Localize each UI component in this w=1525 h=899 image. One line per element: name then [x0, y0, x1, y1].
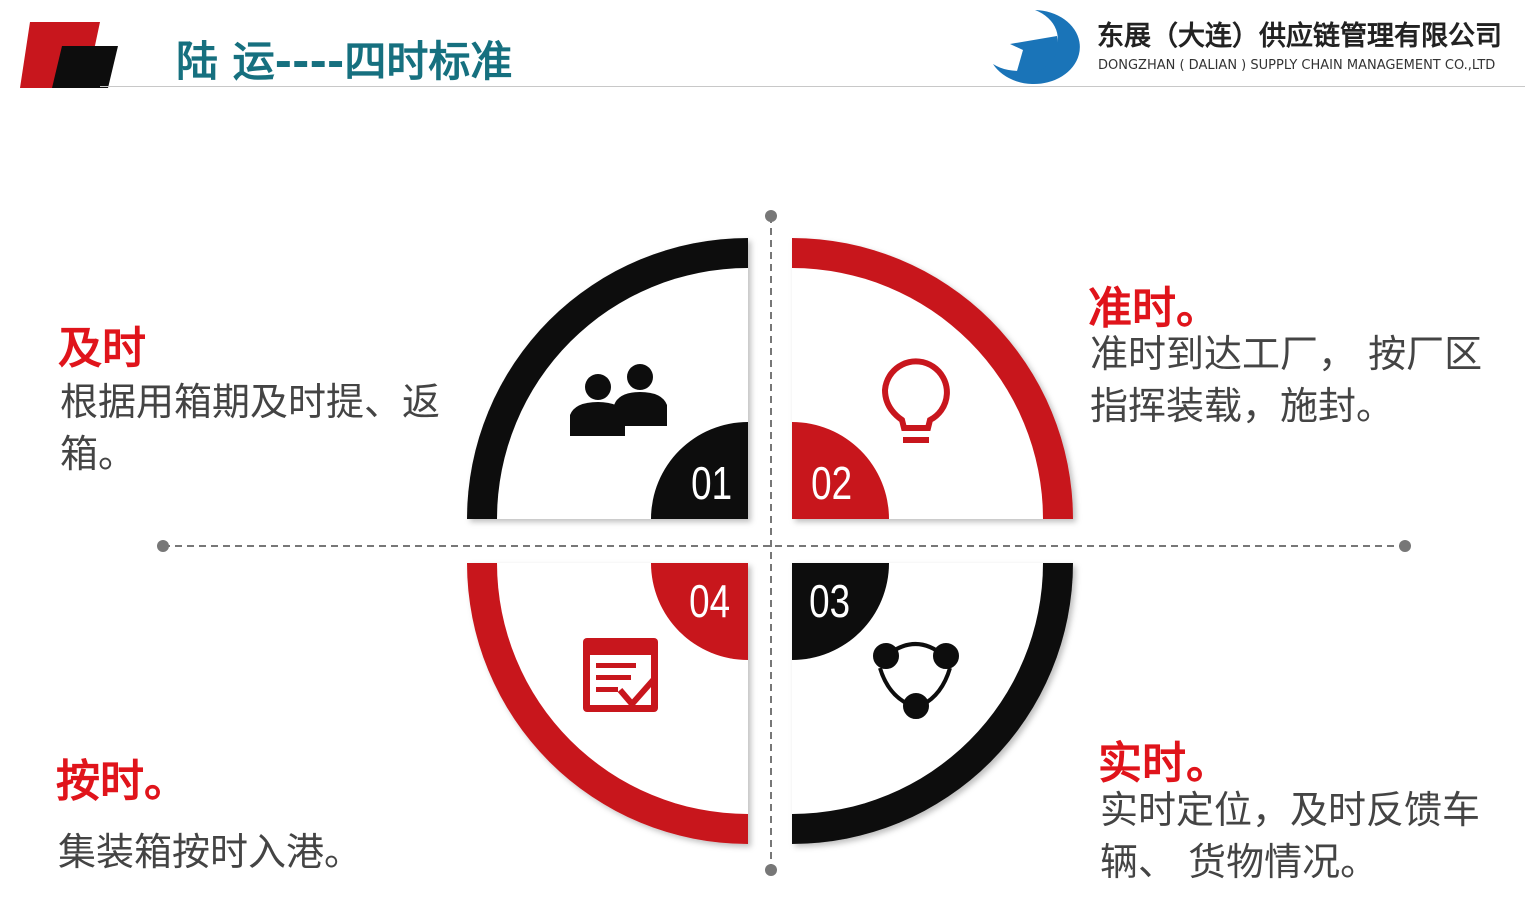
- lightbulb-icon: [881, 358, 950, 443]
- quadrant-number-03: 03: [809, 575, 851, 627]
- text-01: 根据用箱期及时提、返箱。: [60, 380, 441, 476]
- heading-03: 实时。: [1098, 738, 1230, 789]
- quadrant-number-01: 01: [691, 457, 733, 509]
- quadrant-number-04: 04: [689, 575, 731, 627]
- network-icon: [873, 642, 959, 719]
- text-03: 实时定位，及时反馈车辆、 货物情况。: [1100, 788, 1481, 884]
- checklist-icon: [583, 638, 658, 712]
- company-logo-icon: [993, 10, 1080, 84]
- company-name-en: DONGZHAN ( DALIAN ) SUPPLY CHAIN MANAGEM…: [1098, 58, 1496, 73]
- heading-04: 按时。: [56, 756, 188, 807]
- heading-02: 准时。: [1088, 283, 1220, 334]
- heading-01: 及时: [58, 323, 146, 374]
- text-04: 集装箱按时入港。: [58, 830, 363, 874]
- quadrant-03: [792, 563, 1073, 844]
- page-title: 陆 运----四时标准: [176, 37, 513, 86]
- people-icon: [570, 364, 667, 436]
- company-name-cn: 东展（大连）供应链管理有限公司: [1097, 21, 1502, 52]
- quadrant-number-02: 02: [811, 457, 853, 509]
- quadrant-02: [792, 238, 1073, 519]
- text-02: 准时到达工厂， 按厂区指挥装载，施封。: [1090, 332, 1483, 428]
- header-divider: [100, 86, 1525, 87]
- header-logo-blocks: [20, 22, 118, 88]
